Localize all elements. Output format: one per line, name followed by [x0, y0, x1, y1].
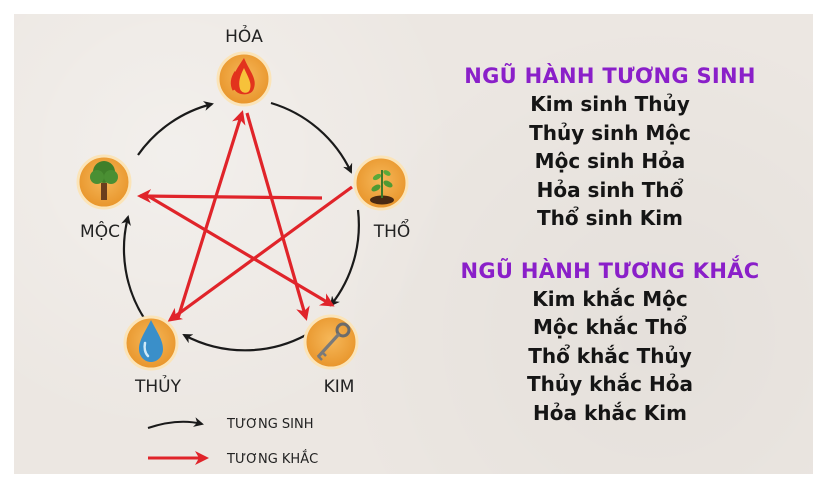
label-moc: MỘC [80, 220, 120, 242]
arrow-thuy-to-hoa [176, 110, 246, 319]
water-drop-icon [139, 320, 163, 362]
arrow-hoa-to-kim [245, 112, 310, 321]
legend-khac-label: TƯƠNG KHẮC [226, 450, 318, 467]
sprout-icon [370, 170, 394, 205]
list-item: Thủy khắc Hỏa [527, 372, 693, 396]
list-item: Mộc khắc Thổ [533, 315, 687, 339]
list-item: Mộc sinh Hỏa [534, 149, 686, 173]
arrow-moc-to-tho [147, 194, 335, 307]
text-panel: NGŨ HÀNH TƯƠNG SINH Kim sinh Thủy Thủy s… [440, 62, 780, 427]
list-item: Thổ khắc Thủy [528, 343, 692, 368]
arrow-kim-to-moc [137, 189, 323, 204]
section-tuong-sinh: NGŨ HÀNH TƯƠNG SINH Kim sinh Thủy Thủy s… [440, 62, 780, 233]
label-kim: KIM [324, 377, 355, 397]
key-icon [316, 322, 351, 361]
background-card [14, 14, 813, 474]
node-hoa: HỎA [216, 24, 272, 107]
section-heading: NGŨ HÀNH TƯƠNG KHẮC [460, 258, 760, 283]
list-item: Thổ sinh Kim [537, 206, 683, 230]
controlling-cycle [137, 110, 353, 322]
arc-tho-to-kim [329, 209, 360, 307]
legend: TƯƠNG SINH TƯƠNG KHẮC [147, 417, 318, 467]
list-item: Hỏa khắc Kim [533, 400, 687, 425]
node-moc: MỘC [76, 154, 132, 242]
arc-kim-to-thuy [182, 334, 307, 352]
list-item: Kim sinh Thủy [530, 92, 690, 116]
node-tho: THỔ [353, 155, 411, 242]
arc-moc-to-hoa [137, 101, 214, 156]
arc-thuy-to-moc [121, 215, 145, 319]
arc-hoa-to-tho [270, 101, 353, 174]
legend-sinh-arrow [147, 417, 204, 429]
label-hoa: HỎA [225, 24, 263, 47]
node-kim: KIM [303, 314, 359, 397]
fire-icon [230, 58, 255, 95]
legend-sinh-label: TƯƠNG SINH [226, 417, 313, 432]
list-item: Hỏa sinh Thổ [536, 177, 684, 202]
label-tho: THỔ [373, 218, 411, 242]
list-item: Kim khắc Mộc [532, 286, 688, 311]
list-item: Thủy sinh Mộc [529, 120, 691, 145]
label-thuy: THỦY [134, 374, 182, 397]
section-heading: NGŨ HÀNH TƯƠNG SINH [464, 64, 756, 88]
tree-icon [90, 161, 118, 200]
node-thuy: THỦY [123, 315, 182, 397]
section-tuong-khac: NGŨ HÀNH TƯƠNG KHẮC Kim khắc Mộc Mộc khắ… [440, 257, 780, 428]
generating-cycle [121, 101, 360, 352]
arrow-tho-to-thuy [167, 185, 353, 322]
